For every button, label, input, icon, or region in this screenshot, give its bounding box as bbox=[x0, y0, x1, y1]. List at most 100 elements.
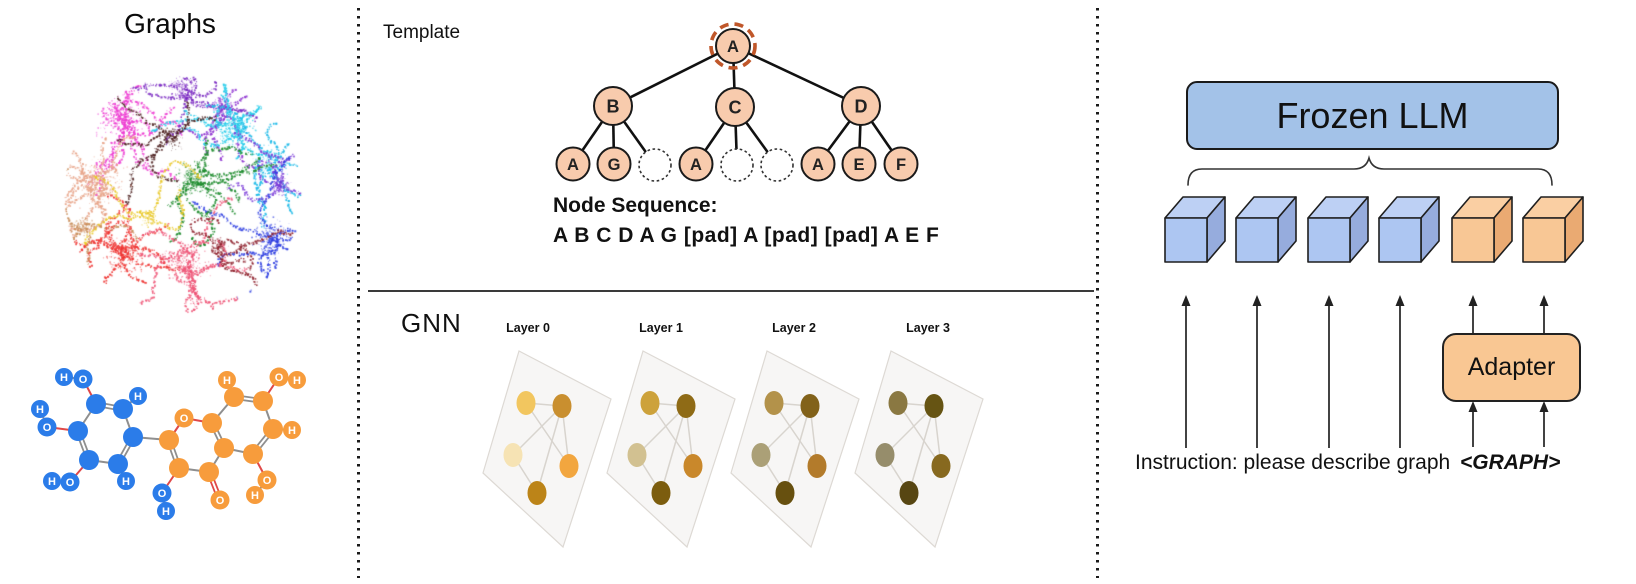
tree-node-D bbox=[841, 86, 881, 126]
tree-node-label: G bbox=[608, 156, 621, 174]
molecule-atom bbox=[68, 421, 88, 441]
molecule-atom-label: O bbox=[180, 413, 189, 425]
molecule-atom-label: H bbox=[251, 490, 259, 502]
gnn-node-mr bbox=[683, 454, 703, 478]
molecule-atom-label: O bbox=[263, 475, 272, 487]
molecule-atom bbox=[86, 394, 106, 414]
molecule-atom-label: H bbox=[36, 404, 44, 416]
gnn-node-ml bbox=[503, 443, 523, 467]
gnn-node-ml bbox=[751, 443, 771, 467]
gnn-node-bc bbox=[775, 481, 795, 505]
tree-pad-node bbox=[760, 148, 794, 182]
gnn-node-bc bbox=[899, 481, 919, 505]
gnn-node-mr bbox=[807, 454, 827, 478]
gnn-layer-label: Layer 2 bbox=[772, 321, 816, 335]
molecule-atom-label: H bbox=[288, 425, 296, 437]
gnn-edge bbox=[908, 405, 935, 494]
text-token-cube bbox=[1307, 217, 1351, 263]
tree-pad-node bbox=[720, 148, 754, 182]
tree-node-C bbox=[715, 87, 755, 127]
instruction-text: Instruction: please describe graph bbox=[1135, 451, 1451, 474]
tree-node-E bbox=[841, 146, 877, 182]
molecule-atom bbox=[283, 421, 301, 439]
molecule-atom bbox=[73, 369, 93, 389]
molecule-atom-label: H bbox=[60, 372, 68, 384]
up-arrow-head bbox=[1539, 401, 1549, 412]
template-gnn-separator bbox=[368, 290, 1094, 292]
molecule-atom-label: H bbox=[122, 476, 130, 488]
gnn-node-tr bbox=[676, 394, 696, 418]
molecule-atom bbox=[152, 483, 172, 503]
molecule-atom bbox=[263, 419, 283, 439]
gnn-edge bbox=[784, 405, 811, 494]
molecule-atom bbox=[243, 444, 263, 464]
molecule-atom bbox=[113, 399, 133, 419]
molecule-atom-label: O bbox=[43, 422, 52, 434]
molecule-atom bbox=[288, 371, 306, 389]
up-arrow-head bbox=[1539, 295, 1549, 306]
tree-node-label: A bbox=[727, 38, 739, 56]
molecule-atom bbox=[117, 472, 135, 490]
graph-token-cube bbox=[1522, 217, 1566, 263]
molecule-atom bbox=[210, 490, 230, 510]
gnn-node-ml bbox=[875, 443, 895, 467]
gnn-plane bbox=[730, 350, 860, 549]
tree-node-A bbox=[555, 146, 591, 182]
gnn-node-tl bbox=[640, 391, 660, 415]
molecule-atom bbox=[108, 454, 128, 474]
gnn-edge bbox=[897, 402, 942, 467]
template-label: Template bbox=[383, 22, 461, 43]
molecule-atom bbox=[218, 371, 236, 389]
molecule-atom bbox=[43, 472, 61, 490]
molecule-atom-label: O bbox=[66, 477, 75, 489]
text-token-cube bbox=[1235, 217, 1279, 263]
tree-root-ring bbox=[709, 22, 757, 70]
molecule-atom-label: H bbox=[134, 391, 142, 403]
gnn-layer-label: Layer 1 bbox=[639, 321, 683, 335]
up-arrow-head bbox=[1181, 295, 1191, 306]
molecule-atom bbox=[202, 413, 222, 433]
up-arrow-head bbox=[1395, 295, 1405, 306]
tree-node-label: C bbox=[729, 97, 742, 117]
tree-node-A bbox=[678, 146, 714, 182]
up-arrow-head bbox=[1468, 401, 1478, 412]
molecule-atom bbox=[269, 367, 289, 387]
molecule-atom bbox=[224, 387, 244, 407]
tree-node-B bbox=[593, 86, 633, 126]
graph-token-text: <GRAPH> bbox=[1460, 451, 1561, 474]
molecule-atom bbox=[214, 438, 234, 458]
text-token-cube bbox=[1164, 217, 1208, 263]
molecule-atom bbox=[174, 408, 194, 428]
frozen-llm-box: Frozen LLM bbox=[1186, 81, 1559, 150]
tree-node-A bbox=[715, 28, 751, 64]
up-arrow-head bbox=[1324, 295, 1334, 306]
molecule-atom bbox=[257, 470, 277, 490]
gnn-plane bbox=[606, 350, 736, 549]
brace bbox=[1187, 154, 1553, 186]
tree-node-label: F bbox=[896, 156, 906, 174]
gnn-plane bbox=[854, 350, 984, 549]
gnn-edge bbox=[512, 405, 563, 456]
molecule-atom-label: O bbox=[158, 488, 167, 500]
node-sequence-text: A B C D A G [pad] A [pad] [pad] A E F bbox=[553, 224, 940, 247]
gnn-layer-label: Layer 3 bbox=[906, 321, 950, 335]
llm-io-figure bbox=[1164, 154, 1584, 448]
gnn-edge bbox=[525, 402, 570, 467]
molecule-atom bbox=[246, 486, 264, 504]
molecule-atom bbox=[123, 427, 143, 447]
tree-node-label: B bbox=[607, 96, 620, 116]
gnn-edge bbox=[636, 405, 687, 456]
gnn-plane bbox=[482, 350, 612, 549]
gnn-node-ml bbox=[627, 443, 647, 467]
molecule-atom bbox=[199, 462, 219, 482]
gnn-node-bc bbox=[527, 481, 547, 505]
adapter-label: Adapter bbox=[1467, 353, 1556, 381]
molecule-atom-label: O bbox=[79, 374, 88, 386]
molecule-atom bbox=[55, 368, 73, 386]
tree-node-label: D bbox=[855, 96, 868, 116]
adapter-box: Adapter bbox=[1442, 333, 1581, 402]
molecule-atom-label: O bbox=[275, 372, 284, 384]
gnn-edge bbox=[760, 405, 811, 456]
gnn-label: GNN bbox=[401, 308, 462, 338]
